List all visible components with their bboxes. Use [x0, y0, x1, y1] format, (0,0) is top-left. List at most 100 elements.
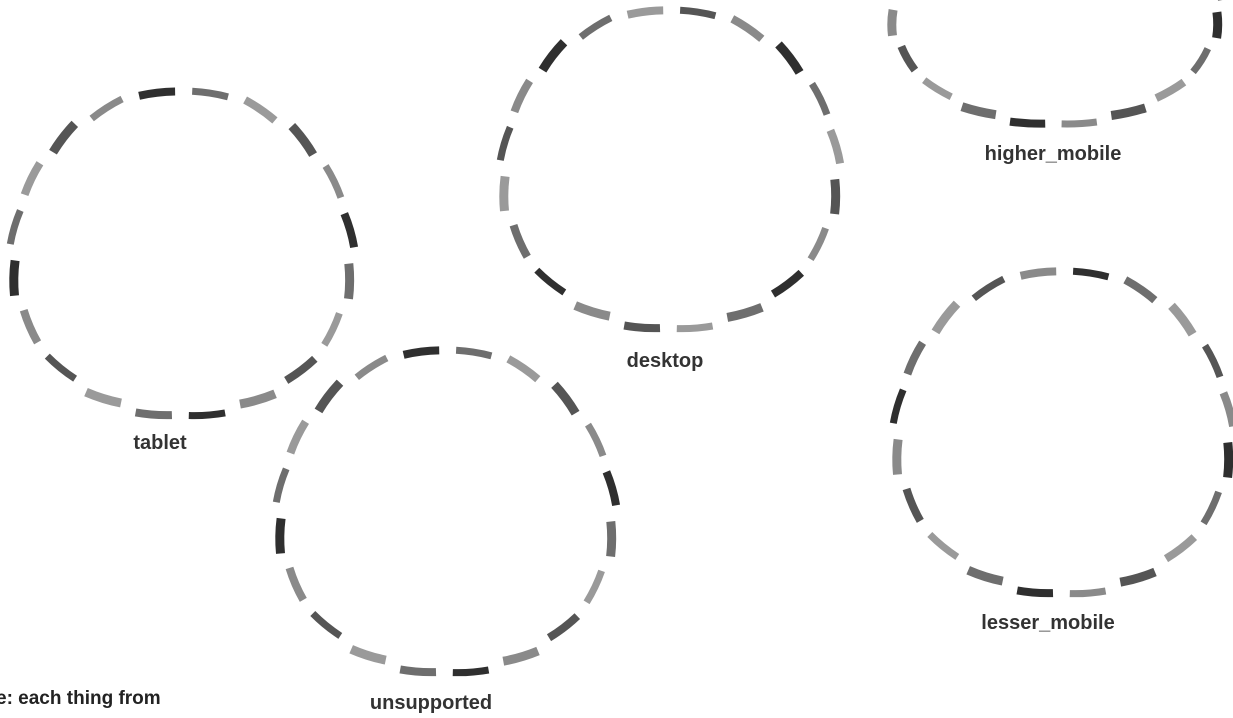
circle-dash-segment	[968, 570, 1003, 581]
label-higher-mobile: higher_mobile	[985, 143, 1122, 166]
circle-desktop	[500, 10, 840, 328]
circle-dash-segment	[779, 44, 800, 72]
circle-unsupported	[276, 350, 616, 672]
circle-dash-segment	[575, 306, 610, 317]
circle-dash-segment	[326, 166, 341, 198]
circle-dash-segment	[319, 383, 341, 411]
circle-dash-segment	[1073, 271, 1108, 277]
circle-dash-segment	[92, 99, 122, 119]
circle-dash-segment	[1217, 12, 1218, 38]
circle-dash-segment	[1070, 591, 1106, 594]
circle-dash-segment	[1166, 537, 1194, 559]
circle-dash-segment	[514, 225, 528, 257]
circle-dash-segment	[962, 107, 996, 115]
circle-dash-segment	[514, 81, 529, 112]
circle-dash-segment	[404, 350, 440, 354]
circle-dash-segment	[508, 359, 538, 379]
circle-dash-segment	[276, 469, 286, 502]
circle-dash-segment	[907, 343, 922, 374]
circle-dash-segment	[732, 19, 762, 39]
circle-dash-segment	[901, 46, 915, 70]
circle-dash-segment	[1204, 492, 1219, 523]
circle-dash-segment	[537, 270, 565, 292]
circle-dash-segment	[1021, 271, 1057, 275]
circle-dash-segment	[1111, 108, 1145, 116]
circle-dash-segment	[47, 356, 75, 379]
circle-dash-segment	[1120, 572, 1155, 582]
circle-dash-segment	[628, 10, 664, 14]
circle-dash-segment	[53, 124, 75, 152]
circle-dash-segment	[1172, 306, 1193, 334]
circle-dash-segment	[1205, 346, 1220, 377]
label-unsupported: unsupported	[370, 692, 492, 715]
circle-dash-segment	[677, 326, 713, 329]
circle-dash-segment	[587, 571, 602, 602]
circle-dash-segment	[897, 439, 898, 474]
circle-dash-segment	[543, 42, 565, 70]
circle-dash-segment	[456, 350, 491, 356]
circle-dash-segment	[588, 425, 603, 456]
circle-dash-segment	[1017, 590, 1053, 593]
circle-dash-segment	[936, 304, 958, 332]
circle-dash-segment	[14, 261, 15, 296]
circle-dash-segment	[893, 390, 903, 423]
circle-dash-segment	[727, 307, 762, 317]
circle-dash-segment	[86, 392, 121, 403]
circle-dash-segment	[313, 614, 341, 636]
circle-dash-segment	[835, 179, 836, 214]
circle-dash-segment	[1223, 393, 1233, 427]
caption-text: e: each thing from	[0, 688, 161, 710]
circle-dash-segment	[611, 522, 612, 557]
circle-dash-segment	[606, 472, 616, 506]
circle-dash-segment	[503, 651, 538, 661]
circle-dash-segment	[555, 385, 576, 413]
circle-dash-segment	[581, 18, 611, 37]
circle-dash-segment	[10, 211, 20, 245]
circle-dash-segment	[286, 359, 315, 381]
circle-dash-segment	[189, 413, 225, 416]
circle-dash-segment	[1156, 82, 1184, 98]
circle-dash-segment	[907, 489, 921, 521]
label-desktop: desktop	[627, 350, 704, 373]
circle-higher-mobile	[888, 0, 1222, 124]
circle-lesser-mobile	[893, 271, 1233, 593]
circle-dash-segment	[830, 130, 840, 163]
circle-dash-segment	[1228, 443, 1229, 478]
circle-dash-segment	[1125, 280, 1155, 300]
circle-dash-segment	[974, 279, 1004, 298]
circle-dash-segment	[24, 310, 38, 342]
circle-dash-segment	[357, 358, 387, 377]
circle-dash-segment	[812, 84, 827, 115]
circle-dash-segment	[624, 326, 660, 329]
circle-dash-segment	[290, 422, 305, 453]
circle-dash-segment	[136, 412, 172, 415]
circle-dash-segment	[245, 100, 275, 120]
circle-dash-segment	[351, 649, 386, 660]
circle-dash-segment	[292, 126, 313, 155]
circle-dash-segment	[811, 228, 826, 259]
circle-dash-segment	[504, 176, 505, 211]
label-lesser-mobile: lesser_mobile	[981, 612, 1114, 635]
circle-dash-segment	[240, 394, 275, 404]
circle-dash-segment	[773, 273, 801, 294]
label-tablet: tablet	[133, 432, 186, 455]
circle-dash-segment	[1010, 122, 1045, 124]
circle-dash-segment	[549, 616, 577, 638]
circle-dash-segment	[500, 127, 510, 160]
circle-dash-segment	[680, 10, 715, 16]
circle-dash-segment	[324, 313, 339, 345]
circle-dash-segment	[192, 91, 228, 97]
circle-dash-segment	[892, 10, 893, 36]
circle-dash-segment	[400, 669, 436, 672]
circle-dash-segment	[290, 568, 304, 600]
circle-dash-segment	[139, 92, 175, 96]
circle-dash-segment	[25, 163, 40, 195]
circle-tablet	[10, 91, 354, 415]
circle-dash-segment	[453, 670, 489, 673]
circle-dash-segment	[1062, 122, 1097, 124]
circle-dash-segment	[1193, 49, 1208, 72]
circle-dash-segment	[924, 80, 951, 97]
circle-dash-segment	[349, 264, 350, 299]
